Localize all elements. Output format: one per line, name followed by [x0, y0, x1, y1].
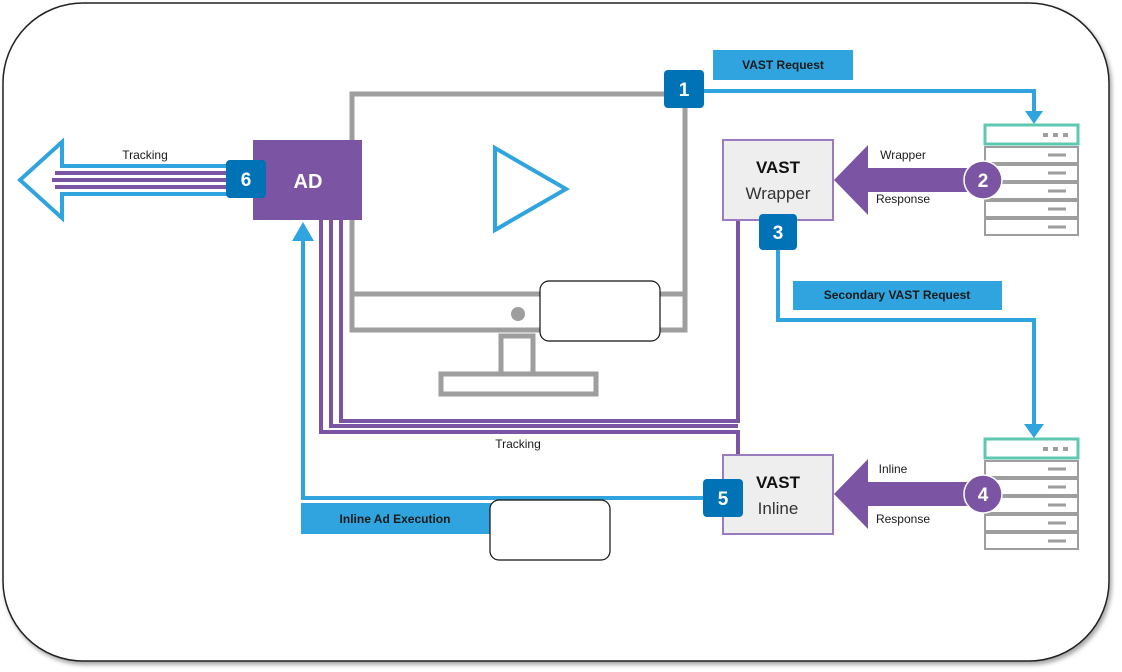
tracking-label-top: Tracking: [122, 148, 168, 162]
ad-label: AD: [294, 171, 323, 193]
arrow-head-vast-request: [1025, 111, 1043, 124]
step-badge-5: [703, 479, 743, 517]
step-badge-1: [664, 70, 704, 108]
step-number-1: 1: [679, 80, 690, 101]
response-label-top: Response: [876, 192, 930, 206]
step-number-5: 5: [718, 489, 729, 510]
tracking-out-arrow: [17, 137, 255, 223]
response-label-bottom: Response: [876, 512, 930, 526]
play-icon: [493, 144, 570, 234]
blank-box-execution: [489, 499, 611, 561]
vast-wrapper-box: [722, 139, 834, 221]
secondary-vast-request-bar: [793, 281, 1002, 310]
vast-inline-subtitle: Inline: [758, 499, 799, 518]
step-number-4: 4: [978, 485, 989, 506]
vast-request-bar: [713, 50, 853, 80]
step-badge-6: [226, 160, 266, 198]
step-badge-2: [963, 160, 1003, 200]
blank-box-monitor: [539, 280, 661, 342]
vast-wrapper-subtitle: Wrapper: [746, 184, 811, 203]
ad-box: [253, 140, 362, 220]
vast-inline-title: VAST: [756, 473, 801, 492]
step-badge-4: [963, 474, 1003, 514]
connector-lines: [301, 89, 1036, 500]
secondary-vast-request-label: Secondary VAST Request: [824, 288, 970, 302]
arrow-head-secondary-request: [1024, 424, 1044, 438]
ad-server-top-icon: [983, 123, 1080, 236]
ad-server-bottom-icon: [983, 437, 1080, 550]
step-badge-3: [759, 214, 797, 250]
inline-ad-execution-label: Inline Ad Execution: [340, 512, 451, 526]
wrapper-response-arrow: [834, 145, 985, 215]
wrapper-label: Wrapper: [880, 148, 926, 162]
inline-label: Inline: [879, 462, 908, 476]
vast-request-label: VAST Request: [742, 58, 824, 72]
tracking-lines: [319, 220, 740, 455]
step-number-2: 2: [978, 171, 989, 192]
vast-wrapper-title: VAST: [756, 158, 801, 177]
inline-response-arrow: [834, 459, 985, 529]
step-number-6: 6: [241, 170, 252, 191]
tracking-label-bottom: Tracking: [495, 437, 541, 451]
monitor-camera-icon: [511, 307, 525, 321]
arrow-head-inline-execution: [292, 222, 314, 241]
inline-ad-execution-bar: [301, 503, 500, 534]
step-number-3: 3: [773, 223, 784, 244]
